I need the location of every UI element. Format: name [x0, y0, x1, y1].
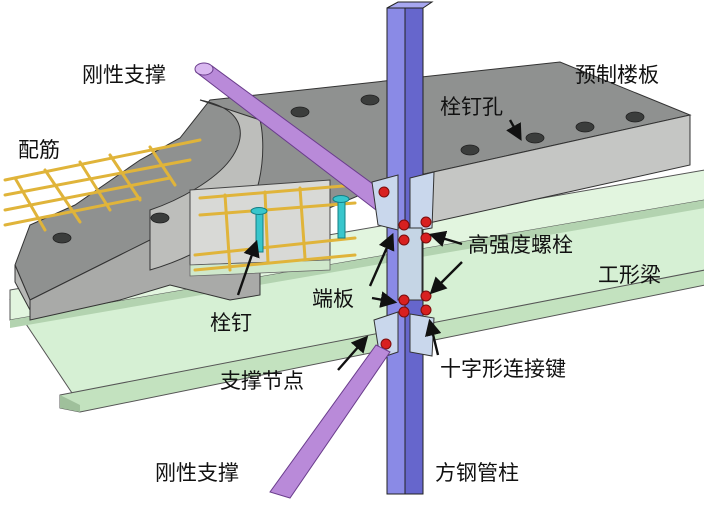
rebar-bar [3, 176, 172, 212]
stud-shank [337, 199, 346, 239]
bolt [398, 219, 410, 231]
label-square-steel-tube-column: 方钢管柱 [435, 461, 519, 485]
arrow-brace-node [337, 335, 369, 371]
bolt [420, 216, 432, 228]
bolt [380, 338, 392, 350]
label-stud: 栓钉 [210, 311, 252, 335]
stud-hole [625, 111, 645, 123]
i-beam-end-shadow [60, 395, 80, 412]
rebar-bar [3, 158, 192, 197]
arrow-end-plate-lower [371, 291, 398, 308]
labels: 刚性支撑 预制楼板 栓钉孔 配筋 高强度螺栓 工形梁 端板 栓钉 十字形连接键 … [18, 63, 661, 485]
arrow-end-plate-upper [368, 232, 395, 287]
rebar-mesh [3, 138, 357, 272]
bolt [420, 232, 432, 244]
leader-arrows [236, 119, 522, 371]
stud-head [332, 195, 350, 203]
bolt [398, 306, 410, 318]
label-cross-connector: 十字形连接键 [440, 357, 566, 381]
stud-head [250, 207, 268, 215]
rebar-bar [43, 168, 82, 224]
rebar-bar [193, 236, 357, 257]
i-beam-flange-shadow [10, 200, 704, 328]
arrow-stud [236, 239, 260, 296]
rebar-bar [223, 193, 232, 272]
arrow-high-strength-bolt-lower [429, 261, 463, 295]
label-stud-hole: 栓钉孔 [440, 95, 503, 119]
rigid-brace-lower [269, 344, 391, 499]
bolt [378, 186, 390, 198]
label-brace-node: 支撑节点 [220, 369, 304, 393]
connector-plate [409, 313, 435, 357]
bolt [398, 234, 410, 246]
shear-studs [250, 195, 350, 253]
stud-hole [575, 121, 595, 133]
rebar-bar [3, 138, 202, 182]
bolt [420, 290, 432, 302]
rebar-bar [13, 176, 47, 232]
arrow-stud-hole [506, 119, 522, 141]
label-i-beam: 工形梁 [598, 263, 661, 287]
arrow-high-strength-bolt-upper [428, 230, 463, 247]
slab-cutout-curve [149, 99, 264, 271]
stud-holes [52, 94, 645, 244]
brace-body [269, 344, 391, 499]
column-top [386, 1, 434, 9]
stud-hole [290, 106, 310, 118]
stud-hole [150, 212, 170, 224]
rebar-bar [298, 186, 307, 260]
bolt [398, 294, 410, 306]
label-rigid-brace-top: 刚性支撑 [82, 63, 166, 87]
rebar-bar [263, 190, 270, 265]
label-end-plate: 端板 [312, 287, 354, 311]
label-high-strength-bolt: 高强度螺栓 [468, 233, 573, 257]
rebar-bar [108, 153, 142, 202]
stud-shank [255, 211, 264, 253]
label-rigid-brace-bottom: 刚性支撑 [155, 461, 239, 485]
stud-hole [460, 144, 480, 156]
bolt [420, 304, 432, 316]
stud-hole [525, 132, 545, 144]
high-strength-bolts [378, 186, 432, 350]
connector-plate [371, 174, 399, 231]
rebar-bar [148, 145, 177, 187]
rebar-bar [193, 253, 357, 272]
stud-hole [52, 232, 72, 244]
rebar-bar [78, 160, 112, 212]
label-rebar: 配筋 [18, 138, 60, 162]
label-precast-floor-slab: 预制楼板 [575, 63, 659, 87]
brace-end-cap [194, 62, 214, 76]
arrow-cross-connector [425, 318, 442, 356]
stud-hole [360, 94, 380, 106]
